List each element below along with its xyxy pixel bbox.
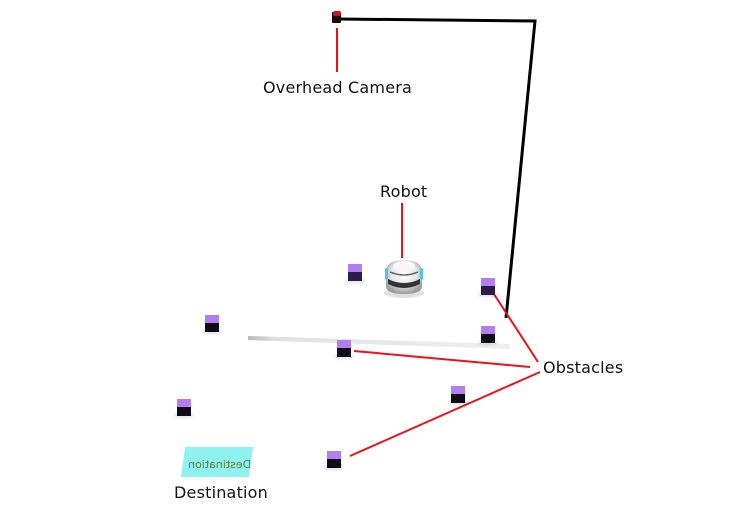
camera-mount-frame: [337, 17, 537, 319]
obstacle-cube: [448, 386, 468, 405]
camera-label: Overhead Camera: [263, 78, 413, 97]
destination-label: Destination: [174, 483, 269, 502]
obstacle-cube: [345, 264, 365, 283]
robot-path-trail: [248, 336, 510, 349]
destination-pad-text: Destination: [188, 458, 252, 471]
obstacle-cube: [174, 399, 194, 418]
obstacle-cube: [334, 340, 354, 359]
obstacle-callout-line-1: [489, 287, 539, 363]
obstacle-callout-line-2: [353, 350, 531, 368]
obstacle-cube: [202, 315, 222, 334]
obstacle-cube: [478, 326, 498, 345]
overhead-camera-icon: [332, 11, 341, 23]
obstacle-cube: [324, 451, 344, 470]
robot-icon: [384, 260, 424, 298]
obstacle-cube: [478, 278, 498, 297]
obstacles-label: Obstacles: [543, 358, 624, 377]
obstacle-callout-line-3: [349, 371, 541, 457]
robot-label: Robot: [380, 182, 428, 201]
